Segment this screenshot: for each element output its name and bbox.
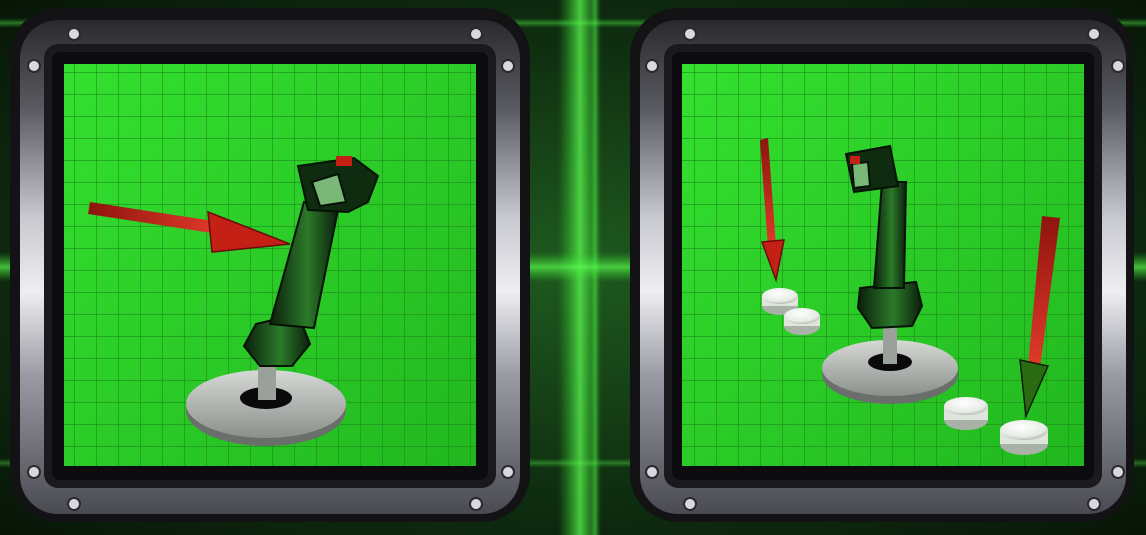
button-icon xyxy=(784,308,820,335)
screw-icon xyxy=(684,28,696,40)
screw-icon xyxy=(28,466,40,478)
screw-icon xyxy=(684,498,696,510)
screw-icon xyxy=(646,466,658,478)
screw-icon xyxy=(28,60,40,72)
screw-icon xyxy=(470,498,482,510)
screw-icon xyxy=(1112,60,1124,72)
button-icon xyxy=(1000,420,1048,455)
screw-icon xyxy=(646,60,658,72)
screw-icon xyxy=(68,498,80,510)
screw-icon xyxy=(470,28,482,40)
joystick-buttons-panel xyxy=(628,6,1146,526)
screw-icon xyxy=(1112,466,1124,478)
button-icon xyxy=(944,397,988,430)
screw-icon xyxy=(1088,498,1100,510)
joystick-tilt-panel xyxy=(8,6,534,526)
screw-icon xyxy=(502,466,514,478)
screw-icon xyxy=(502,60,514,72)
screw-icon xyxy=(68,28,80,40)
screw-icon xyxy=(1088,28,1100,40)
